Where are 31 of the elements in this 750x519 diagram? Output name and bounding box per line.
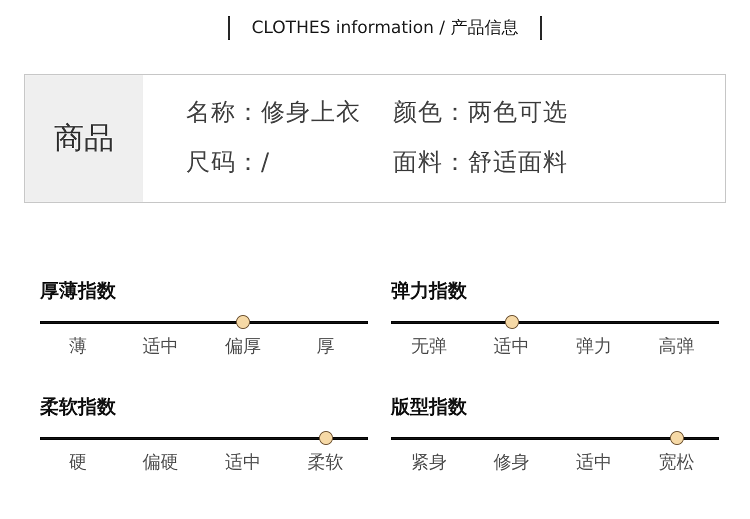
scale-option: 适中: [213, 450, 273, 474]
scale-option: 无弹: [399, 334, 459, 358]
scale-option: 适中: [564, 450, 624, 474]
scale-option: 厚: [296, 334, 356, 358]
scale-option: 薄: [48, 334, 108, 358]
scale-option: 宽松: [646, 450, 706, 474]
scale-option: 紧身: [399, 450, 459, 474]
scale-option: 修身: [482, 450, 542, 474]
scale-title: 弹力指数: [391, 279, 467, 304]
scale-marker: [670, 431, 684, 445]
scale-title: 柔软指数: [40, 395, 116, 420]
scale-marker: [318, 431, 332, 445]
category-label: 商品: [54, 120, 114, 158]
page-title: CLOTHES information / 产品信息: [250, 17, 520, 40]
info-field: 名称：修身上衣: [186, 96, 361, 128]
scale-option: 硬: [48, 450, 108, 474]
scale-marker: [236, 315, 250, 329]
info-field: 面料：舒适面料: [393, 146, 568, 178]
info-field: 颜色：两色可选: [393, 96, 568, 128]
scale-option: 适中: [482, 334, 542, 358]
info-field: 尺码：/: [186, 146, 270, 178]
scale-option: 柔软: [296, 450, 356, 474]
scale-option: 弹力: [564, 334, 624, 358]
scale-marker: [504, 315, 518, 329]
scale-title: 厚薄指数: [40, 279, 116, 304]
scale-title: 版型指数: [391, 395, 467, 420]
category-cell: [25, 75, 143, 202]
scale-option: 高弹: [646, 334, 706, 358]
scale-option: 适中: [130, 334, 190, 358]
scale-option: 偏硬: [130, 450, 190, 474]
scale-option: 偏厚: [213, 334, 273, 358]
